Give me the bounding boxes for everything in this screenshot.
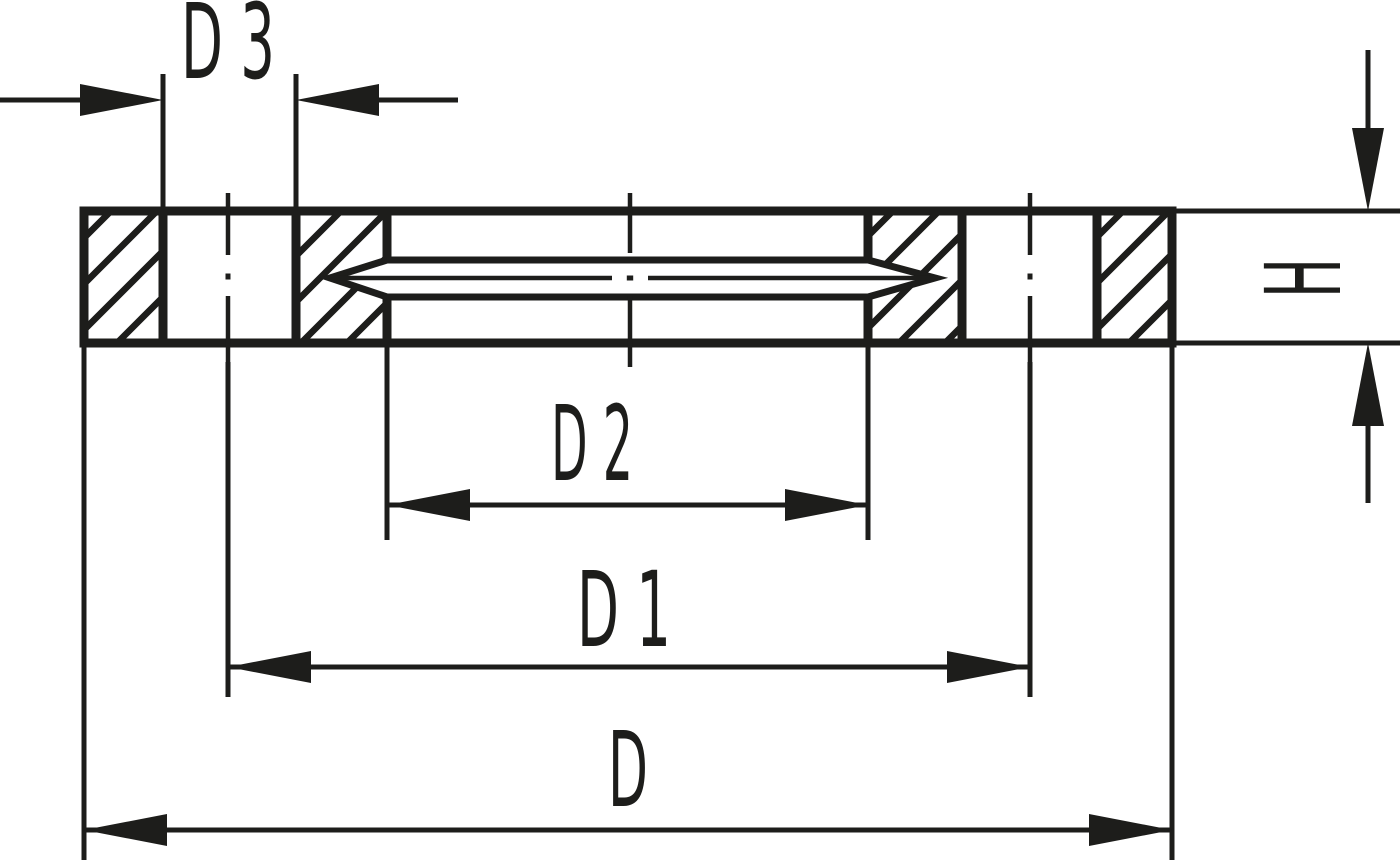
dimension-label-d1: D 1	[577, 549, 671, 671]
hatch-right-outer	[1097, 211, 1172, 343]
d-extension-lines	[81, 347, 1175, 860]
d2-extension-lines	[384, 347, 871, 540]
d-arrow-left	[84, 814, 167, 846]
dimension-d: D	[81, 347, 1175, 860]
center-lines	[225, 193, 1033, 367]
d3-arrow-right	[296, 84, 379, 116]
bore-chamfer-left	[318, 256, 389, 301]
dimension-label-d: D	[608, 709, 648, 831]
dimension-label-d2: D 2	[551, 383, 633, 505]
d1-arrow-right	[947, 651, 1030, 683]
dimension-d2: D 2	[384, 347, 871, 540]
d-arrow-right	[1089, 814, 1172, 846]
dimension-h: H	[1176, 50, 1400, 503]
d2-arrow-right	[785, 489, 868, 521]
d1-extension-lines	[225, 362, 1033, 697]
section-divider-lines	[158, 211, 1102, 343]
bore-lines	[387, 256, 868, 301]
dimension-d3: D 3	[0, 0, 458, 211]
h-arrow-bottom	[1352, 343, 1384, 426]
d2-arrow-left	[387, 489, 470, 521]
dimension-d1: D 1	[225, 362, 1033, 697]
d3-extension-lines	[160, 74, 299, 211]
hatch-left-inner	[296, 211, 387, 343]
hatch-right-inner	[868, 211, 962, 343]
hatch-left-outer	[84, 211, 163, 343]
d1-arrow-left	[228, 651, 311, 683]
h-extension-lines	[1176, 208, 1400, 346]
d3-arrow-left	[80, 84, 163, 116]
h-arrow-top	[1352, 128, 1384, 211]
dimension-label-h: H	[1243, 258, 1365, 298]
dimension-label-d3: D 3	[181, 0, 275, 103]
